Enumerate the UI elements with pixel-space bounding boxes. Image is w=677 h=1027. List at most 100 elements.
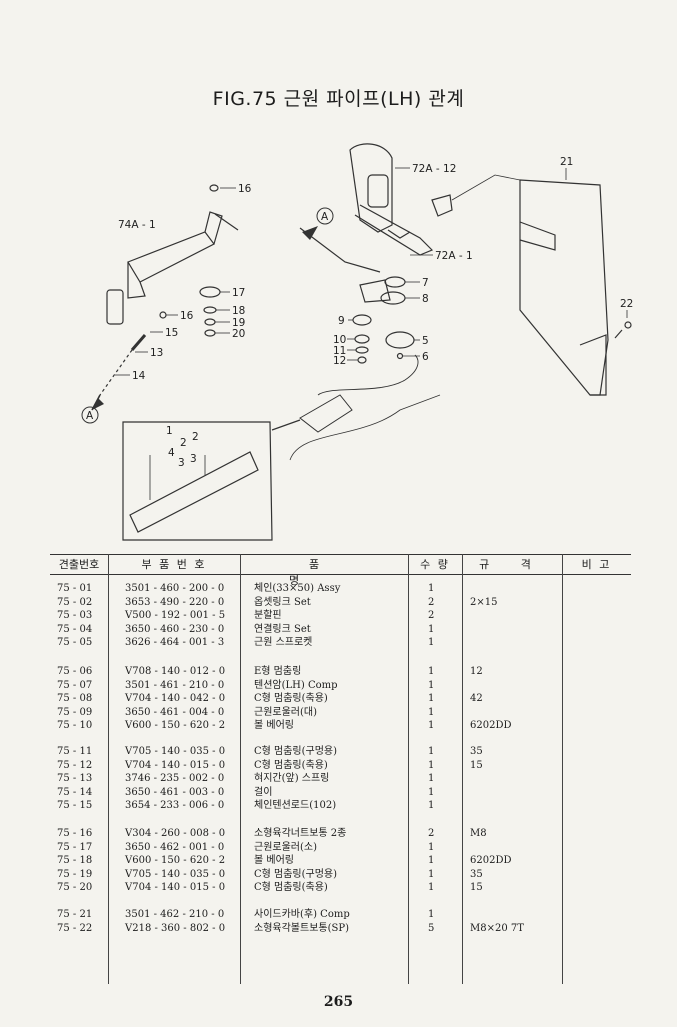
row-spec <box>470 786 560 799</box>
header-part-name: 품 명 <box>288 558 380 587</box>
row-part-number: V304 - 260 - 008 - 0 <box>125 828 226 839</box>
callout-13: 13 <box>150 347 163 359</box>
frame-bracket <box>127 231 215 283</box>
row-spec <box>470 841 560 854</box>
callout-74a-1: 74A - 1 <box>118 219 156 231</box>
callout-a-left: A <box>86 410 94 422</box>
row-part-number: V708 - 140 - 012 - 0 <box>125 666 226 677</box>
row-no: 75 - 13 <box>57 773 93 784</box>
header-part-number: 부 품 번 호 <box>141 558 207 571</box>
page-title: FIG.75 근원 파이프(LH) 관계 <box>212 88 465 110</box>
row-no: 75 - 04 <box>57 623 93 635</box>
row-part-name: 사이드카바(후) Comp <box>254 909 350 920</box>
row-part-number: V600 - 150 - 620 - 2 <box>125 855 226 866</box>
row-spec: 15 <box>470 882 483 893</box>
row-part-number: V704 - 140 - 015 - 0 <box>125 759 226 771</box>
row-part-name: 볼 베어링 <box>254 855 294 866</box>
row-spec <box>470 706 560 719</box>
row-qty: 1 <box>428 693 435 704</box>
callout-8: 8 <box>422 293 429 305</box>
callout-15: 15 <box>165 327 178 339</box>
row-part-name: 체인텐션로드(102) <box>254 800 337 811</box>
row-part-number: V704 - 140 - 042 - 0 <box>125 693 226 704</box>
row-part-name: 소형육각볼트보통(SP) <box>254 922 349 934</box>
row-no: 75 - 19 <box>57 868 93 880</box>
exploded-parts-diagram: 16 74A - 1 17 18 19 20 16 15 13 14 A 72A… <box>81 143 633 541</box>
row-qty: 1 <box>428 637 435 648</box>
row-qty: 1 <box>428 882 435 893</box>
row-part-number: V705 - 140 - 035 - 0 <box>125 746 226 757</box>
callout-19: 19 <box>232 317 245 329</box>
row-part-number: 3650 - 461 - 004 - 0 <box>125 706 225 718</box>
callout-72a-12: 72A - 12 <box>412 163 456 175</box>
row-part-name: 근원로울러(대) <box>254 706 318 718</box>
callout-11: 11 <box>333 345 346 357</box>
callout-inset-2b: 2 <box>192 431 199 443</box>
row-part-number: V704 - 140 - 015 - 0 <box>125 882 226 893</box>
header-no: 견출번호 <box>58 558 100 571</box>
row-qty: 1 <box>428 583 435 594</box>
row-no: 75 - 22 <box>57 922 93 934</box>
row-spec: M8 <box>470 828 487 839</box>
row-part-number: 3653 - 490 - 220 - 0 <box>125 596 225 608</box>
row-spec: 6202DD <box>470 720 512 731</box>
side-cover-21 <box>519 179 609 396</box>
row-spec <box>470 799 560 812</box>
row-part-name: 볼 베어링 <box>254 720 294 731</box>
row-spec: 6202DD <box>470 855 512 866</box>
sprocket-5 <box>385 331 415 349</box>
row-part-number: 3746 - 235 - 002 - 0 <box>125 773 225 784</box>
row-spec: 35 <box>470 868 483 880</box>
callout-inset-2a: 2 <box>180 437 187 449</box>
row-no: 75 - 06 <box>57 666 93 677</box>
row-part-number: V600 - 150 - 620 - 2 <box>125 720 226 731</box>
callout-16b: 16 <box>180 310 194 322</box>
callout-16a: 16 <box>238 183 252 195</box>
spring-13 <box>130 334 147 351</box>
row-spec: 35 <box>470 746 483 757</box>
row-part-number: 3626 - 464 - 001 - 3 <box>125 637 225 648</box>
row-spec <box>470 582 560 595</box>
row-spec: 12 <box>470 666 483 677</box>
pipe-stub <box>106 289 124 325</box>
row-spec: 42 <box>470 693 483 704</box>
row-no: 75 - 10 <box>57 720 93 731</box>
row-qty: 1 <box>428 868 435 880</box>
row-part-name: 걸이 <box>254 786 273 798</box>
row-part-name: 소형육각너트보통 2종 <box>254 828 347 839</box>
row-qty: 1 <box>428 786 435 798</box>
row-no: 75 - 11 <box>57 746 93 757</box>
row-no: 75 - 03 <box>57 610 93 621</box>
row-no: 75 - 12 <box>57 759 93 771</box>
row-spec <box>470 609 560 622</box>
row-part-name: C형 멈춤링(축용) <box>254 693 328 704</box>
callout-5: 5 <box>422 335 429 347</box>
row-qty: 2 <box>428 596 435 608</box>
callout-12: 12 <box>333 355 346 367</box>
row-no: 75 - 09 <box>57 706 93 718</box>
row-spec: M8×20 7T <box>470 922 524 934</box>
row-qty: 1 <box>428 666 435 677</box>
row-part-number: 3501 - 460 - 200 - 0 <box>125 583 225 594</box>
row-part-number: 3654 - 233 - 006 - 0 <box>125 800 225 811</box>
page-number: 265 <box>323 994 354 1010</box>
callout-18: 18 <box>232 305 245 317</box>
callout-9: 9 <box>338 315 345 327</box>
callout-22: 22 <box>620 298 633 310</box>
row-no: 75 - 14 <box>57 786 93 798</box>
callout-inset-3a: 3 <box>178 457 185 469</box>
row-part-name: 근원 스프로켓 <box>254 637 313 648</box>
row-part-number: V218 - 360 - 802 - 0 <box>125 922 226 934</box>
row-part-number: V500 - 192 - 001 - 5 <box>125 610 226 621</box>
callout-10: 10 <box>333 334 346 346</box>
header-remark: 비 고 <box>581 558 612 571</box>
row-no: 75 - 21 <box>57 909 93 920</box>
chain-detail-inset <box>122 421 273 541</box>
callout-inset-3b: 3 <box>190 453 197 465</box>
row-no: 75 - 17 <box>57 841 93 853</box>
row-qty: 2 <box>428 610 435 621</box>
chain-segment <box>299 394 353 433</box>
row-no: 75 - 15 <box>57 800 93 811</box>
row-qty: 1 <box>428 773 435 784</box>
row-part-number: 3650 - 460 - 230 - 0 <box>125 623 225 635</box>
